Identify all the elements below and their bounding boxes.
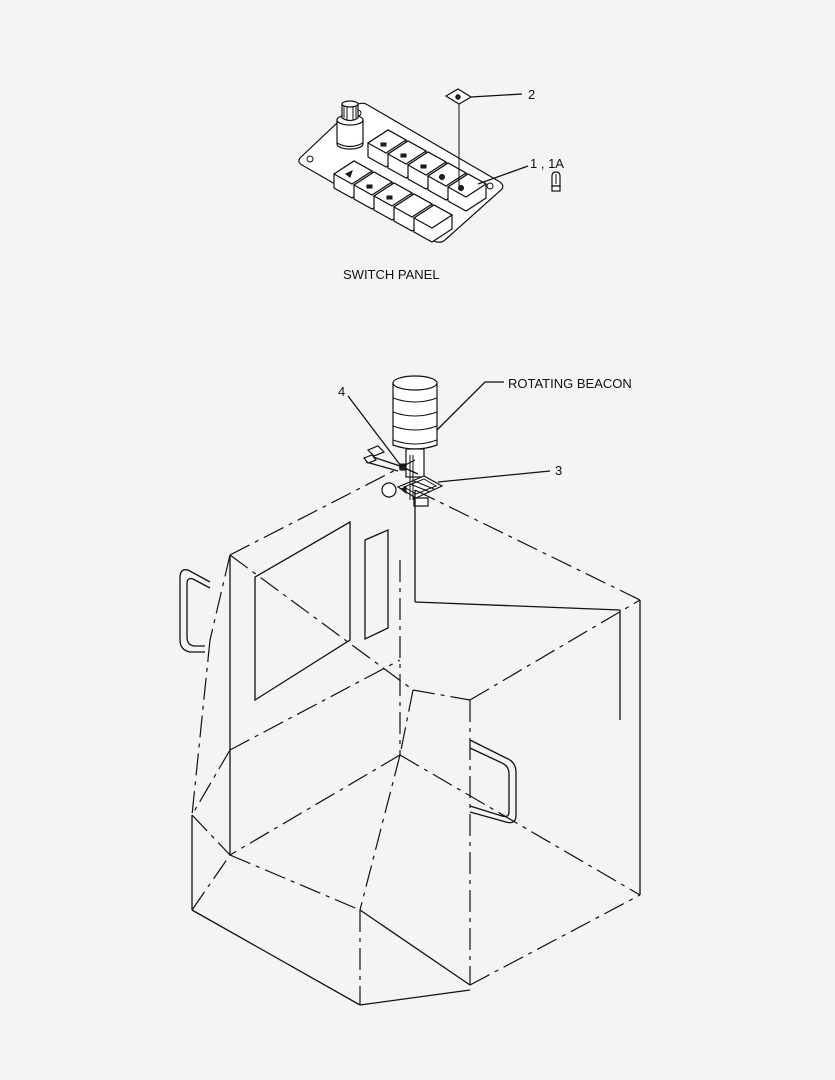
- decal-part: [444, 88, 523, 186]
- switch-panel-drawing: [298, 88, 561, 243]
- bulb-part: [551, 171, 561, 192]
- rotating-beacon-label: ROTATING BEACON: [508, 376, 632, 391]
- rocker-switches: [332, 129, 488, 243]
- rotating-beacon-drawing: [347, 375, 551, 507]
- rotary-knob: [336, 100, 364, 150]
- callout-1-1a: 1 , 1A: [530, 156, 564, 171]
- callout-3: 3: [555, 463, 563, 478]
- cab-outline: [179, 459, 641, 1006]
- switch-panel-caption: SWITCH PANEL: [343, 267, 440, 282]
- callout-2: 2: [528, 87, 536, 102]
- callout-4: 4: [338, 384, 346, 399]
